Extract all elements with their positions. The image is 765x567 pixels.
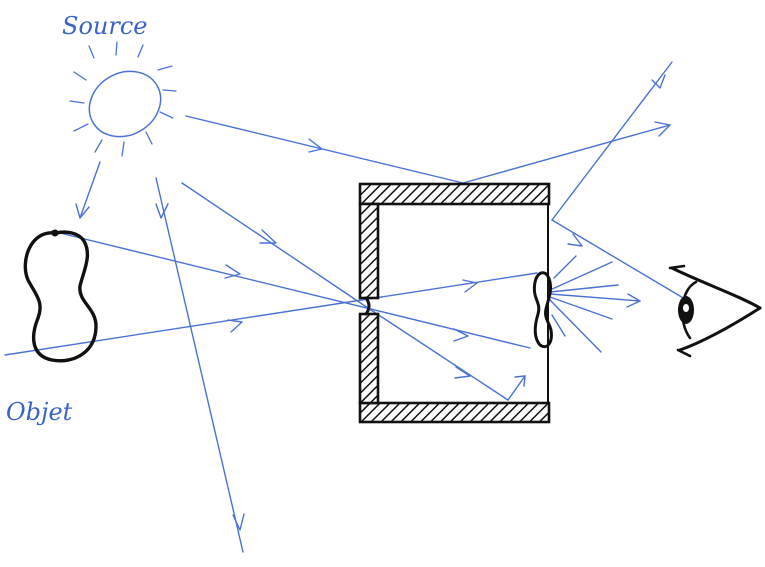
ray-inside-box-lower	[364, 305, 509, 401]
ray-arrowhead	[453, 328, 469, 342]
pinhole	[364, 296, 371, 316]
ray-arrowhead	[232, 513, 245, 531]
box-left-wall-upper	[358, 202, 380, 300]
ray-arrowhead	[567, 233, 583, 247]
box-top-wall	[358, 182, 551, 206]
ray-fan	[553, 255, 577, 279]
sun-icon	[69, 41, 177, 157]
object-top-point	[51, 229, 59, 237]
ray-fan	[549, 296, 613, 320]
ray-arrowhead	[454, 366, 471, 379]
light-rays	[4, 61, 691, 553]
ray-arrowhead	[308, 138, 323, 153]
inverted-image-shape	[532, 271, 553, 349]
object-shape	[23, 230, 98, 363]
ray-reflected-inside	[507, 375, 526, 401]
box-left-wall-lower	[358, 312, 380, 405]
ray-arrowhead	[75, 203, 90, 219]
ray-arrowhead	[259, 229, 277, 244]
camera-obscura-box	[358, 182, 551, 424]
ray-fan	[549, 261, 613, 291]
ray-source-to-pinhole	[181, 182, 366, 307]
ray-fan	[551, 314, 566, 337]
ray-fan	[549, 284, 619, 293]
ray-to-eye-upper	[551, 219, 691, 303]
ray-arrowhead	[626, 293, 641, 308]
ray-arrowhead	[514, 375, 526, 387]
ray-source-to-object	[79, 161, 101, 219]
ray-source-to-box-top	[185, 115, 464, 184]
ray-arrowhead	[224, 264, 241, 279]
ray-source-down	[155, 177, 244, 553]
box-bottom-wall	[358, 401, 551, 424]
eye-icon	[668, 264, 762, 358]
object-label: Objet	[6, 398, 73, 426]
ray-fan	[549, 299, 602, 353]
ray-arrowhead	[227, 319, 243, 333]
ray-object-top	[51, 230, 531, 349]
ray-fan	[549, 293, 641, 302]
ray-arrowhead	[155, 203, 169, 219]
ray-reflected-right	[462, 124, 671, 184]
source-label: Source	[62, 12, 147, 40]
ray-upper-right-incoming	[551, 61, 673, 221]
ray-arrowhead	[651, 74, 666, 89]
ray-arrowhead	[654, 121, 671, 137]
ray-arrowhead	[462, 279, 478, 293]
